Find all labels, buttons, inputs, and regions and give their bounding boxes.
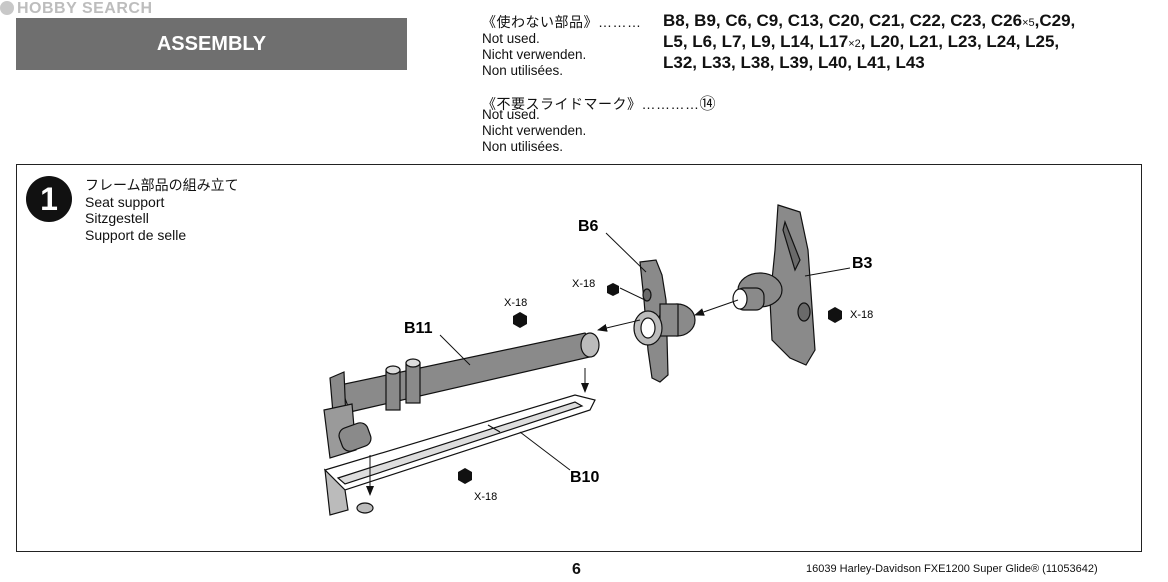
label-b11: B11 — [404, 320, 433, 337]
label-b6: B6 — [578, 218, 599, 235]
step-number-badge: 1 — [26, 176, 72, 222]
parts-line-3: L32, L33, L38, L39, L40, L41, L43 — [663, 53, 925, 72]
watermark-text: HOBBY SEARCH — [17, 0, 153, 17]
slide-mark-de: Nicht verwenden. — [482, 123, 587, 138]
not-used-jp: 《使わない部品》……… — [482, 12, 642, 32]
screw-label-b3: X-18 — [850, 309, 873, 321]
not-used-fr: Non utilisées. — [482, 63, 564, 78]
parts-line-1-text: B8, B9, C6, C9, C13, C20, C21, C22, C23,… — [663, 11, 1023, 30]
screw-icon-b11 — [513, 312, 527, 328]
slide-mark-dots: ………… — [641, 96, 700, 112]
part-b3 — [732, 204, 816, 366]
part-b11 — [323, 332, 600, 459]
step-title-en: Seat support — [85, 194, 165, 210]
leader-lines — [439, 232, 851, 471]
step-box — [16, 164, 1142, 552]
parts-line-2-multiplier: ×2 — [848, 38, 861, 50]
logo-icon — [0, 1, 14, 15]
assembly-arrows — [366, 287, 739, 496]
slide-mark-en: Not used. — [482, 107, 540, 122]
label-b10: B10 — [570, 469, 599, 486]
parts-line-1-end: ,C29, — [1034, 11, 1076, 30]
hobby-search-watermark: HOBBY SEARCH — [0, 0, 153, 18]
parts-line-2-text-a: L5, L6, L7, L9, L14, L17 — [663, 32, 849, 51]
footer-product: 16039 Harley-Davidson FXE1200 Super Glid… — [806, 563, 1098, 575]
label-b3: B3 — [852, 255, 873, 272]
screw-icons — [458, 283, 842, 484]
step-title-de: Sitzgestell — [85, 210, 149, 226]
not-used-en: Not used. — [482, 31, 540, 46]
parts-line-2-text-b: , L20, L21, L23, L24, L25, — [860, 32, 1060, 51]
screw-icon-b10 — [458, 468, 472, 484]
part-b10 — [323, 394, 596, 516]
screw-label-b6: X-18 — [572, 278, 595, 290]
screw-icon-b3 — [828, 307, 842, 323]
not-used-jp-label: 《使わない部品》 — [482, 14, 598, 30]
not-used-dots: ……… — [598, 14, 642, 30]
page-number: 6 — [572, 561, 581, 578]
parts-line-2: L5, L6, L7, L9, L14, L17×2, L20, L21, L2… — [663, 31, 1059, 55]
screw-label-b10: X-18 — [474, 491, 497, 503]
step-title-fr: Support de selle — [85, 227, 187, 243]
assembly-title: ASSEMBLY — [156, 33, 267, 55]
slide-mark-jp: 《不要スライドマーク》…………⑭ — [482, 90, 716, 114]
slide-mark-fr: Non utilisées. — [482, 139, 564, 154]
screw-icon-b6 — [607, 283, 619, 296]
slide-mark-jp-label: 《不要スライドマーク》 — [482, 96, 642, 112]
parts-line-1-multiplier: ×5 — [1022, 17, 1035, 29]
screw-label-b11: X-18 — [504, 297, 527, 309]
parts-line-1: B8, B9, C6, C9, C13, C20, C21, C22, C23,… — [663, 10, 1075, 34]
assembly-header-bar: ASSEMBLY — [16, 18, 407, 70]
part-b6 — [633, 259, 696, 383]
slide-mark-number: ⑭ — [699, 96, 717, 113]
step-title-jp: フレーム部品の組み立て — [85, 177, 239, 193]
not-used-de: Nicht verwenden. — [482, 47, 587, 62]
